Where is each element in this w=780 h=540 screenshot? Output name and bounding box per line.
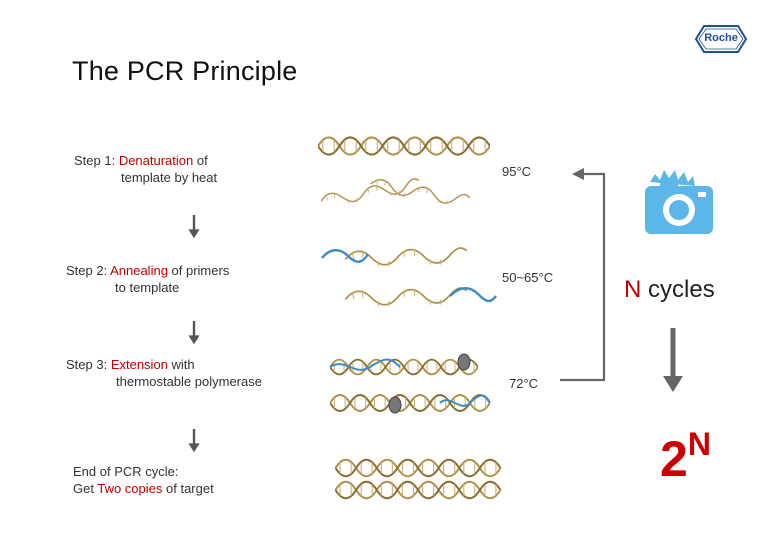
- step-3-rest: with: [167, 357, 195, 372]
- arrow-down-icon: [187, 320, 201, 346]
- step-3-highlight: Extension: [110, 357, 168, 372]
- step-1-text: Step 1: Denaturation of template by heat: [74, 152, 217, 186]
- temp-annealing: 50~65°C: [502, 270, 554, 285]
- step-2-highlight: Annealing: [110, 263, 168, 278]
- step-2-line2: to template: [115, 280, 180, 295]
- step-3-line2: thermostable polymerase: [116, 374, 262, 389]
- end-prefix: Get: [73, 481, 98, 496]
- step-2-prefix: Step 2:: [66, 263, 111, 278]
- result-2-power-n: 2N: [660, 426, 711, 488]
- arrow-down-icon: [663, 328, 683, 392]
- step-2-rest: of primers: [167, 263, 230, 278]
- n-cycles-text: cycles: [641, 276, 715, 303]
- step-3-prefix: Step 3:: [66, 357, 111, 372]
- cycle-bracket-icon: [560, 168, 606, 382]
- n-cycles-label: N cycles: [624, 276, 715, 304]
- end-line1: End of PCR cycle:: [73, 464, 179, 479]
- dna-helix-icon: [321, 246, 497, 308]
- step-1-prefix: Step 1:: [74, 153, 119, 168]
- roche-logo: [694, 25, 748, 53]
- camera-icon: [645, 170, 713, 234]
- end-highlight: Two copies: [97, 481, 163, 496]
- end-text: End of PCR cycle: Get Two copies of targ…: [73, 463, 214, 497]
- step-1-line2: template by heat: [121, 170, 218, 185]
- dna-helix-icon: [318, 136, 490, 212]
- temp-extension: 72°C: [509, 376, 539, 391]
- temp-denaturation: 95°C: [502, 164, 532, 179]
- result-exp: N: [687, 426, 711, 462]
- page-title: The PCR Principle: [72, 56, 298, 86]
- step-1-rest: of: [193, 153, 208, 168]
- step-1-highlight: Denaturation: [118, 153, 194, 168]
- arrow-down-icon: [187, 214, 201, 240]
- step-3-text: Step 3: Extension with thermostable poly…: [66, 356, 262, 390]
- dna-helix-icon: [334, 458, 502, 500]
- roche-logo-text: Roche: [704, 32, 738, 44]
- dna-helix-icon: [329, 358, 491, 413]
- result-base: 2: [660, 431, 688, 487]
- polymerase-icon: [388, 353, 471, 414]
- arrow-down-icon: [187, 428, 201, 454]
- end-rest: of target: [162, 481, 214, 496]
- step-2-text: Step 2: Annealing of primers to template: [66, 262, 229, 296]
- n-cycles-n: N: [624, 276, 642, 303]
